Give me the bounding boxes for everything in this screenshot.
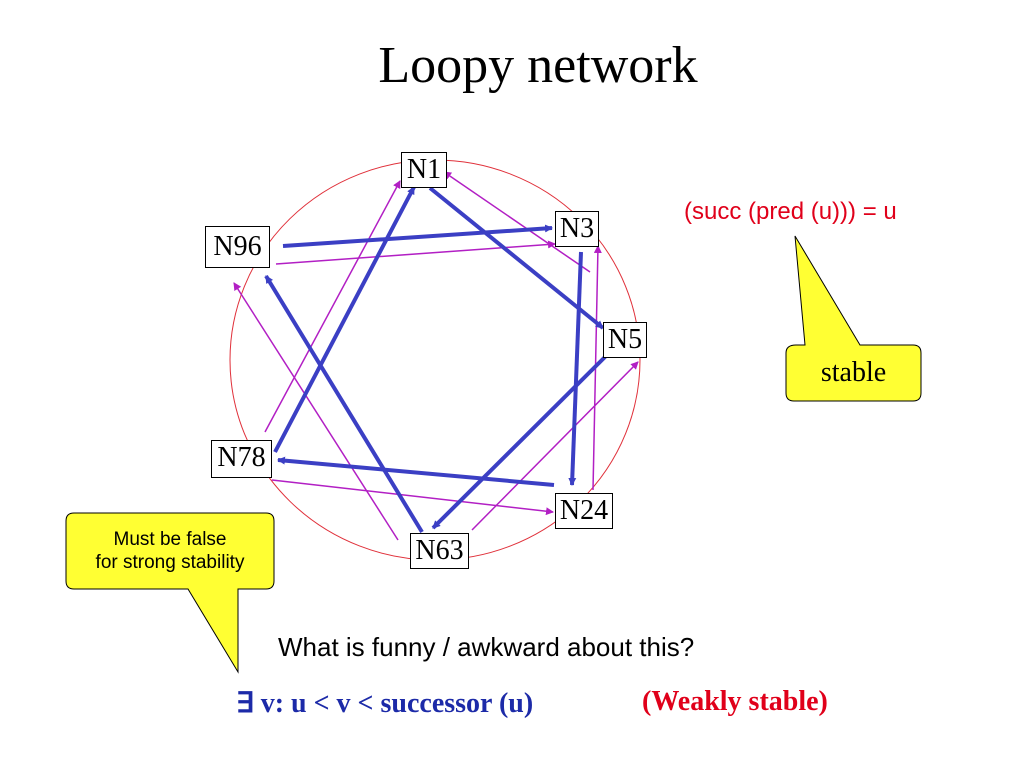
condition-text: ∃ v: u < v < successor (u) — [236, 688, 534, 719]
node-n78: N78 — [211, 440, 272, 478]
node-n3: N3 — [555, 211, 599, 247]
callout-false-label: Must be false for strong stability — [66, 513, 274, 589]
arrow-n78-to-n1 — [264, 180, 401, 433]
arrow-n63-to-n96 — [233, 282, 399, 541]
slide-title: Loopy network — [378, 37, 698, 94]
arrow-n63-to-n96-succ — [264, 274, 424, 534]
formula-text: (succ (pred (u))) = u — [684, 198, 897, 225]
weakly-stable-text: (Weakly stable) — [642, 686, 828, 717]
arrow-n78-to-n24 — [271, 479, 554, 516]
node-n24: N24 — [555, 493, 613, 529]
callout-false-shape — [65, 512, 275, 674]
arrow-n3-to-n1 — [443, 171, 591, 273]
arrow-n96-to-n3 — [275, 240, 556, 265]
arrow-n24-to-n78-succ — [277, 456, 555, 487]
arrow-n5-to-n63-succ — [431, 350, 612, 530]
arrow-n96-to-n3-succ — [282, 224, 553, 248]
arrow-n78-to-n1-succ — [273, 186, 416, 453]
question-text: What is funny / awkward about this? — [278, 632, 695, 662]
callout-false-line2: for strong stability — [95, 552, 245, 573]
node-n5: N5 — [603, 322, 647, 358]
callout-stable-label: stable — [820, 357, 887, 388]
node-n1: N1 — [401, 152, 447, 188]
arrow-n24-to-n5 — [471, 361, 639, 531]
magenta-arrows — [233, 171, 639, 541]
node-n63: N63 — [410, 533, 469, 569]
callout-stable-shape — [785, 235, 922, 402]
node-n96: N96 — [205, 226, 270, 268]
callout-false-line1: Must be false — [113, 529, 227, 550]
arrow-n3-to-n24-succ — [568, 251, 583, 486]
blue-arrows — [264, 186, 612, 534]
arrow-n1-to-n5-succ — [428, 186, 605, 330]
